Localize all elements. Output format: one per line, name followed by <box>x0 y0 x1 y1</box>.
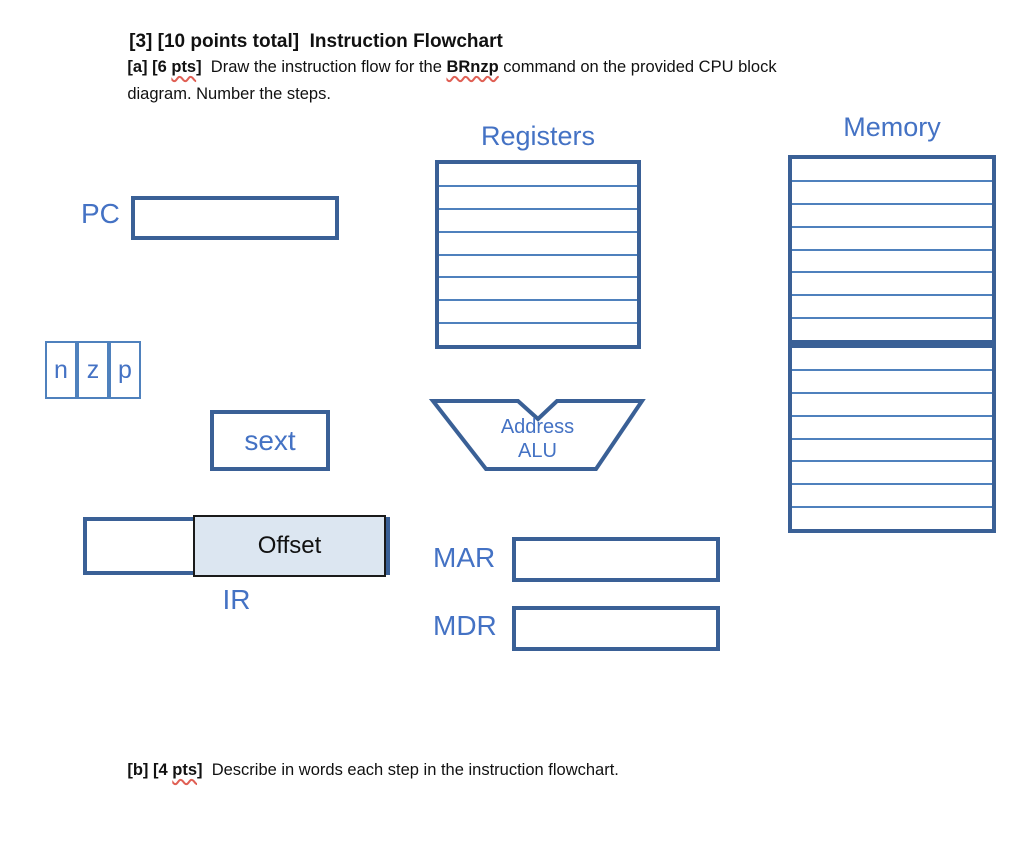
condition-code-n-box: n <box>45 341 77 399</box>
part-b-body-text: Describe in words each step in the instr… <box>211 760 619 779</box>
memory-table-top <box>788 155 996 344</box>
address-alu-label-line1: Address <box>500 416 575 438</box>
table-row <box>792 394 992 417</box>
table-row <box>792 417 992 440</box>
table-row <box>439 278 637 302</box>
condition-code-z-box: z <box>77 341 109 399</box>
table-row <box>792 485 992 509</box>
table-row <box>792 228 992 251</box>
memory-table-bottom <box>788 344 996 533</box>
mar-register-box <box>512 537 720 582</box>
part-a-line2-text: diagram. Number the steps. <box>127 84 331 103</box>
table-row <box>439 164 637 187</box>
part-a-text-before-command: Draw the instruction flow for the <box>210 57 447 76</box>
condition-code-boxes: n z p <box>45 341 141 399</box>
address-alu-label-line2: ALU <box>518 440 557 462</box>
registers-table <box>435 160 641 349</box>
table-row <box>792 205 992 228</box>
table-row <box>792 296 992 320</box>
part-a-command: BRnzp <box>446 57 499 76</box>
table-row <box>792 508 992 529</box>
question-title-text: [3] [10 points total] Instruction Flowch… <box>129 30 503 52</box>
table-row <box>439 256 637 279</box>
pc-register-box <box>131 196 339 240</box>
mdr-label: MDR <box>433 610 497 641</box>
table-row <box>439 233 637 256</box>
part-b-text: [b] [4 pts] Describe in words each step … <box>109 739 619 801</box>
table-row <box>439 324 637 345</box>
table-row <box>792 371 992 394</box>
table-row <box>792 251 992 274</box>
part-a-label-close: ] <box>196 57 211 76</box>
address-alu: Address ALU <box>425 393 650 478</box>
pc-label: PC <box>81 198 120 229</box>
question-title: [3] [10 points total] Instruction Flowch… <box>108 6 503 77</box>
part-a-text-after-command: command on the provided CPU block <box>498 57 777 76</box>
mar-label: MAR <box>433 542 496 573</box>
table-row <box>792 440 992 463</box>
ir-offset-field: Offset <box>193 515 386 577</box>
table-row <box>792 182 992 205</box>
part-a-text-line-2: diagram. Number the steps. <box>109 63 331 125</box>
sext-box: sext <box>210 410 330 471</box>
part-a-label-open: [a] [6 <box>127 57 172 76</box>
condition-code-p-box: p <box>109 341 141 399</box>
address-alu-shape <box>428 399 646 471</box>
part-a-text-line-1: [a] [6 pts] Draw the instruction flow fo… <box>109 36 777 98</box>
mdr-register-box <box>512 606 720 651</box>
registers-title: Registers <box>480 121 596 151</box>
part-b-label-open: [b] [4 <box>127 760 173 779</box>
table-row <box>792 462 992 486</box>
table-row <box>439 187 637 210</box>
part-b-pts: pts <box>172 760 198 779</box>
table-row <box>792 348 992 371</box>
table-row <box>792 273 992 297</box>
table-row <box>792 319 992 340</box>
table-row <box>792 159 992 182</box>
part-b-label-close: ] <box>197 760 212 779</box>
ir-label: IR <box>222 584 251 615</box>
part-a-pts: pts <box>171 57 197 76</box>
table-row <box>439 301 637 325</box>
table-row <box>439 210 637 233</box>
memory-title: Memory <box>843 112 941 142</box>
